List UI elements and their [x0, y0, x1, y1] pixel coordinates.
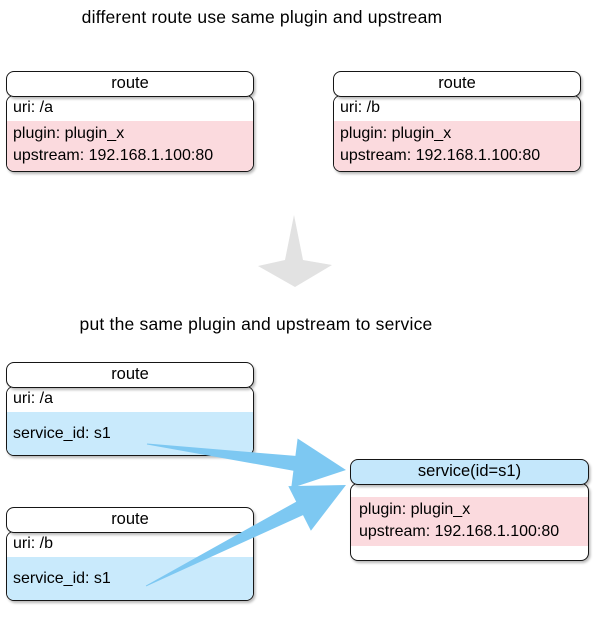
bottom-route-a-body: uri: /a service_id: s1 — [6, 386, 254, 456]
top-route-a-uri: uri: /a — [7, 96, 253, 121]
top-route-a-body: uri: /a plugin: plugin_x upstream: 192.1… — [6, 95, 254, 172]
top-route-a-upstream: upstream: 192.168.1.100:80 — [13, 147, 214, 164]
bottom-route-b-body: uri: /b service_id: s1 — [6, 531, 254, 601]
top-route-b-plugin-upstream-block: plugin: plugin_x upstream: 192.168.1.100… — [334, 121, 580, 171]
top-route-b-uri: uri: /b — [334, 96, 580, 121]
top-route-a-header: route — [6, 71, 254, 97]
top-route-b-body: uri: /b plugin: plugin_x upstream: 192.1… — [333, 95, 581, 172]
top-route-b-header: route — [333, 71, 581, 97]
service-node: service(id=s1) plugin: plugin_x upstream… — [350, 459, 589, 561]
down-arrow-icon — [258, 215, 332, 287]
bottom-route-b-service-id: service_id: s1 — [7, 557, 253, 600]
top-route-b-upstream: upstream: 192.168.1.100:80 — [340, 147, 541, 164]
bottom-route-a-node: route uri: /a service_id: s1 — [6, 362, 254, 456]
service-header: service(id=s1) — [350, 459, 589, 485]
top-route-a-plugin: plugin: plugin_x — [13, 125, 125, 142]
top-route-a-plugin-upstream-block: plugin: plugin_x upstream: 192.168.1.100… — [7, 121, 253, 171]
bottom-route-b-node: route uri: /b service_id: s1 — [6, 507, 254, 601]
top-section-title: different route use same plugin and upst… — [81, 7, 443, 27]
service-plugin: plugin: plugin_x — [359, 501, 471, 518]
bottom-route-a-header: route — [6, 362, 254, 388]
bottom-route-b-header: route — [6, 507, 254, 533]
bottom-section-title: put the same plugin and upstream to serv… — [79, 314, 433, 334]
top-route-b-node: route uri: /b plugin: plugin_x upstream:… — [333, 71, 581, 172]
service-plugin-upstream-block: plugin: plugin_x upstream: 192.168.1.100… — [351, 497, 588, 546]
top-route-b-plugin: plugin: plugin_x — [340, 125, 452, 142]
bottom-route-a-uri: uri: /a — [7, 387, 253, 412]
service-body: plugin: plugin_x upstream: 192.168.1.100… — [350, 483, 589, 561]
top-route-a-node: route uri: /a plugin: plugin_x upstream:… — [6, 71, 254, 172]
bottom-route-a-service-id: service_id: s1 — [7, 412, 253, 455]
bottom-route-b-uri: uri: /b — [7, 532, 253, 557]
service-upstream: upstream: 192.168.1.100:80 — [359, 523, 560, 540]
